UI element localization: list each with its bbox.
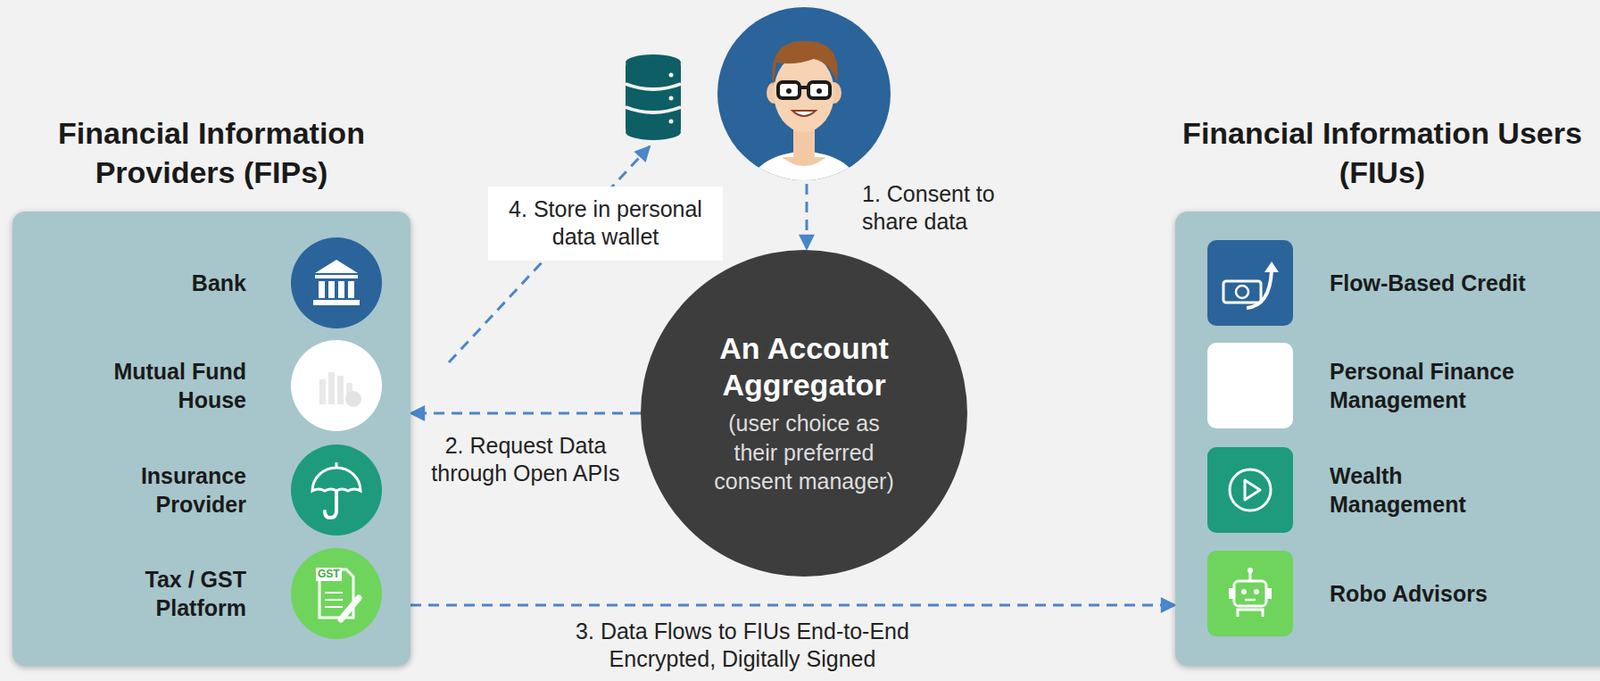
icon-glyph bbox=[319, 372, 362, 407]
node-title: An Account Aggregator bbox=[701, 330, 907, 404]
panel-heading: Financial Information Users (FIUs) bbox=[1177, 113, 1588, 192]
row-icon bbox=[1207, 240, 1294, 326]
panel-heading: Financial Information Providers (FIPs) bbox=[6, 113, 417, 192]
group-panel: Financial Information Users (FIUs)Flow-B… bbox=[1175, 211, 1600, 666]
row-icon bbox=[290, 339, 382, 432]
step-label: 4. Store in personal data wallet bbox=[488, 186, 723, 261]
row-label: Personal Finance Management bbox=[1329, 356, 1553, 415]
icon-glyph bbox=[312, 462, 361, 518]
icon-glyph bbox=[1223, 261, 1279, 308]
node-subtitle: (user choice as their preferred consent … bbox=[708, 408, 901, 497]
row-label: Insurance Provider bbox=[112, 461, 247, 520]
icon-glyph bbox=[1228, 567, 1272, 617]
user-row: Wealth Management bbox=[1207, 447, 1600, 533]
row-label: Tax / GST Platform bbox=[112, 564, 247, 623]
provider-row: Bank bbox=[30, 237, 382, 329]
group-panel: Financial Information Providers (FIPs)Ba… bbox=[12, 211, 411, 666]
flow-arrow bbox=[410, 604, 1176, 607]
aggregator-circle: An Account Aggregator(user choice as the… bbox=[640, 249, 968, 577]
row-label: Robo Advisors bbox=[1329, 579, 1488, 609]
row-icon bbox=[290, 444, 382, 536]
edge-label: 2. Request Data through Open APIs bbox=[418, 431, 633, 489]
row-icon bbox=[1207, 342, 1294, 429]
icon-text: GST bbox=[315, 567, 342, 581]
row-label: Bank bbox=[191, 268, 247, 299]
flow-arrow bbox=[410, 412, 641, 415]
row-label: Wealth Management bbox=[1329, 461, 1509, 520]
database-icon bbox=[625, 54, 681, 141]
consent-arrow bbox=[805, 183, 809, 249]
icon-glyph bbox=[313, 259, 360, 306]
edge-label: 3. Data Flows to FIUs End-to-End Encrypt… bbox=[528, 617, 957, 674]
user-row: Personal Finance Management bbox=[1207, 342, 1600, 429]
row-icon bbox=[1207, 447, 1294, 533]
icon-glyph bbox=[1229, 469, 1271, 511]
step-label: 1. Consent to share data bbox=[862, 180, 1019, 237]
provider-row: Mutual Fund House bbox=[30, 339, 382, 432]
row-icon bbox=[290, 237, 382, 329]
user-row: Robo Advisors bbox=[1207, 550, 1600, 637]
row-label: Flow-Based Credit bbox=[1329, 268, 1526, 299]
row-icon bbox=[1207, 550, 1294, 637]
row-icon bbox=[290, 547, 382, 639]
provider-row: Tax / GST Platform bbox=[30, 547, 382, 639]
user-row: Flow-Based Credit bbox=[1207, 240, 1600, 326]
row-label: Mutual Fund House bbox=[94, 356, 247, 415]
provider-row: Insurance Provider bbox=[30, 444, 382, 536]
